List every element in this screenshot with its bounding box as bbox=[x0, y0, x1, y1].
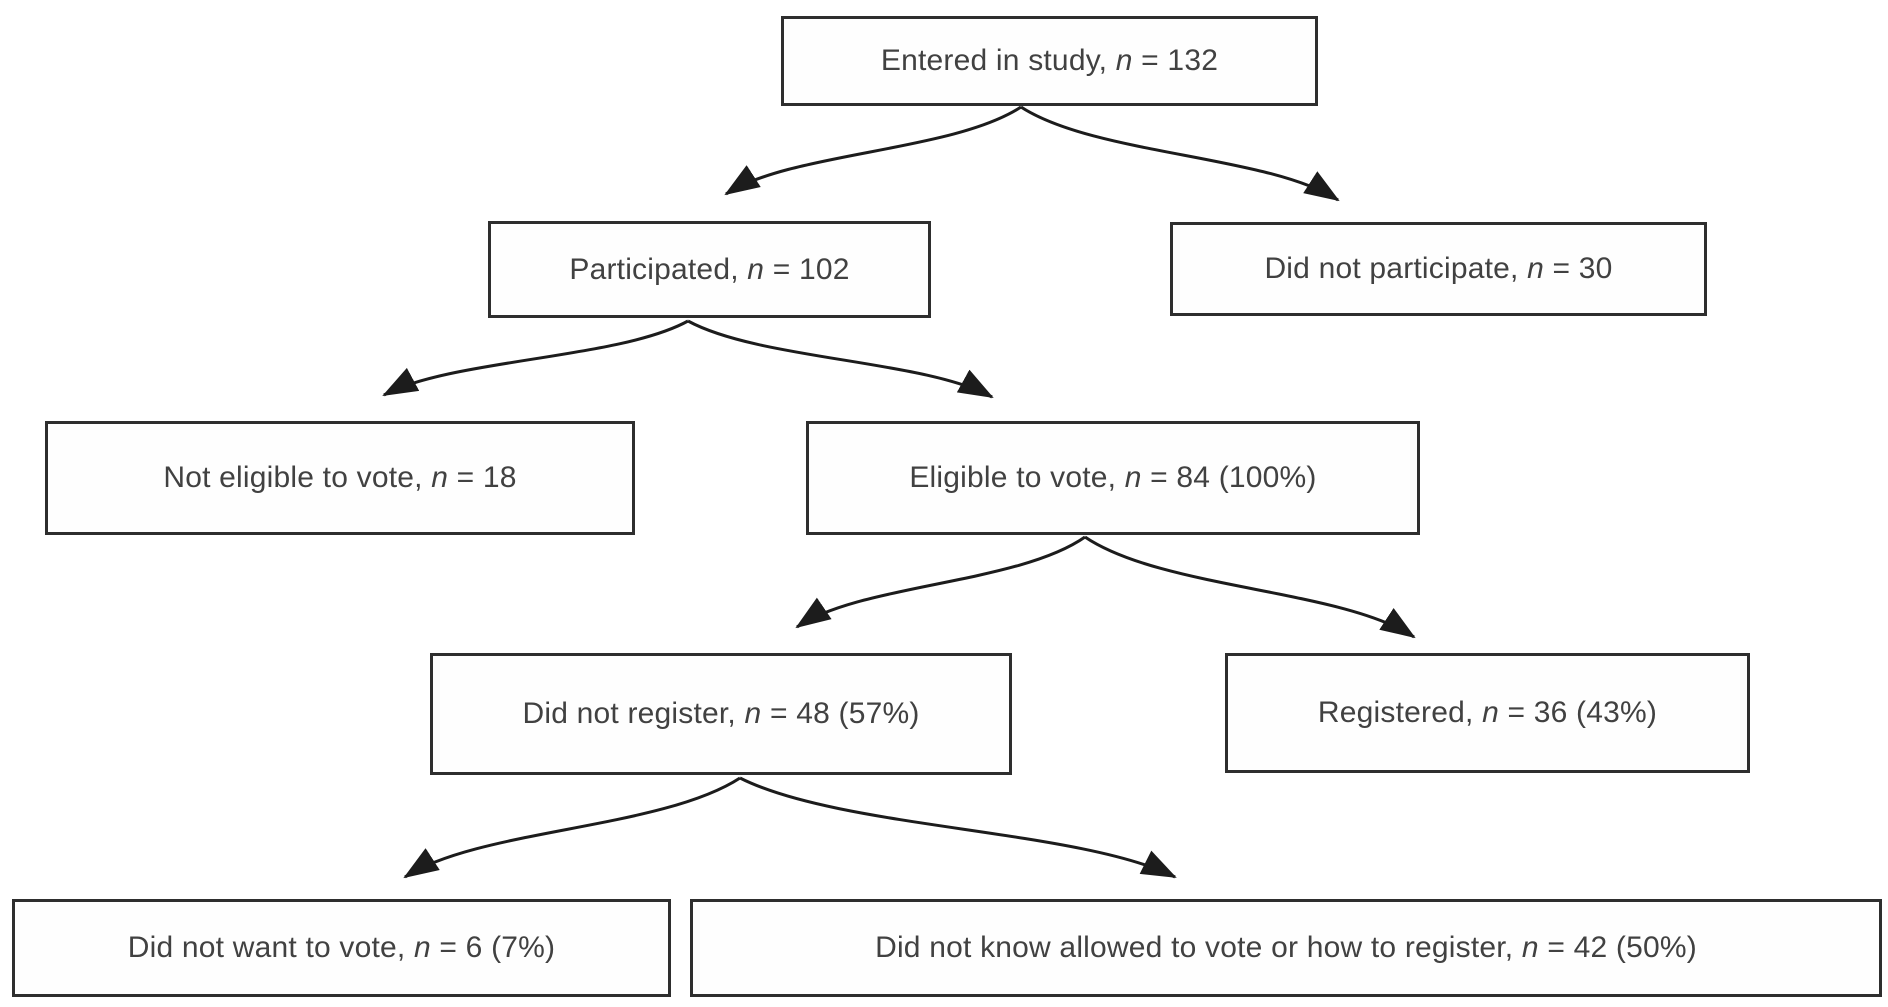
arrow-eligible-to-did-not-register bbox=[795, 535, 1086, 629]
label-suffix: = 36 (43%) bbox=[1498, 696, 1658, 729]
label-prefix: Registered, bbox=[1317, 696, 1483, 729]
node-label-eligible-to-vote: Eligible to vote, n = 84 (100%) bbox=[909, 460, 1316, 496]
node-did-not-register: Did not register, n = 48 (57%) bbox=[430, 653, 1012, 775]
label-suffix: = 84 (100%) bbox=[1141, 461, 1317, 494]
label-prefix: Participated, bbox=[569, 252, 748, 286]
arrow-participated-to-not-eligible bbox=[382, 319, 689, 397]
label-suffix: = 102 bbox=[764, 252, 850, 286]
arrow-eligible-to-registered bbox=[1084, 535, 1416, 639]
label-suffix: = 132 bbox=[1132, 44, 1219, 77]
arrow-did-not-register-to-did-not-want bbox=[403, 776, 741, 879]
n-symbol: n bbox=[413, 931, 431, 964]
arrow-participated-to-eligible bbox=[687, 319, 994, 399]
label-suffix: = 18 bbox=[448, 461, 517, 494]
node-eligible-to-vote: Eligible to vote, n = 84 (100%) bbox=[806, 421, 1420, 535]
node-participated: Participated, n = 102 bbox=[488, 221, 931, 318]
arrow-entered-to-participated bbox=[724, 105, 1022, 196]
node-label-registered: Registered, n = 36 (43%) bbox=[1318, 695, 1657, 731]
label-prefix: Eligible to vote, bbox=[909, 461, 1125, 494]
n-symbol: n bbox=[1124, 461, 1142, 494]
n-symbol: n bbox=[747, 252, 765, 286]
node-label-entered-in-study: Entered in study, n = 132 bbox=[881, 43, 1218, 79]
node-label-did-not-know-allowed: Did not know allowed to vote or how to r… bbox=[875, 930, 1697, 966]
node-label-participated: Participated, n = 102 bbox=[569, 252, 849, 288]
label-suffix: = 30 bbox=[1544, 252, 1613, 285]
arrow-did-not-register-to-did-not-know bbox=[739, 776, 1177, 879]
node-not-eligible-to-vote: Not eligible to vote, n = 18 bbox=[45, 421, 635, 535]
n-symbol: n bbox=[1521, 931, 1539, 964]
label-suffix: = 6 (7%) bbox=[430, 931, 556, 964]
n-symbol: n bbox=[744, 697, 762, 730]
n-symbol: n bbox=[1482, 696, 1499, 729]
node-did-not-want-to-vote: Did not want to vote, n = 6 (7%) bbox=[12, 899, 671, 997]
n-symbol: n bbox=[1527, 252, 1544, 285]
label-prefix: Did not register, bbox=[522, 697, 745, 730]
label-suffix: = 48 (57%) bbox=[761, 697, 920, 730]
node-label-not-eligible-to-vote: Not eligible to vote, n = 18 bbox=[163, 460, 516, 496]
node-did-not-participate: Did not participate, n = 30 bbox=[1170, 222, 1707, 316]
label-suffix: = 42 (50%) bbox=[1538, 931, 1697, 964]
node-label-did-not-register: Did not register, n = 48 (57%) bbox=[522, 696, 919, 732]
node-label-did-not-participate: Did not participate, n = 30 bbox=[1264, 251, 1612, 287]
label-prefix: Entered in study, bbox=[880, 44, 1116, 77]
node-did-not-know-allowed: Did not know allowed to vote or how to r… bbox=[690, 899, 1882, 997]
node-label-did-not-want-to-vote: Did not want to vote, n = 6 (7%) bbox=[128, 930, 555, 966]
arrow-entered-to-did-not-participate bbox=[1020, 105, 1340, 202]
node-entered-in-study: Entered in study, n = 132 bbox=[781, 16, 1318, 106]
label-prefix: Did not want to vote, bbox=[127, 931, 414, 964]
label-prefix: Did not know allowed to vote or how to r… bbox=[875, 931, 1522, 964]
n-symbol: n bbox=[431, 461, 449, 494]
label-prefix: Not eligible to vote, bbox=[163, 461, 432, 494]
n-symbol: n bbox=[1115, 44, 1133, 77]
node-registered: Registered, n = 36 (43%) bbox=[1225, 653, 1750, 773]
label-prefix: Did not participate, bbox=[1264, 252, 1528, 285]
